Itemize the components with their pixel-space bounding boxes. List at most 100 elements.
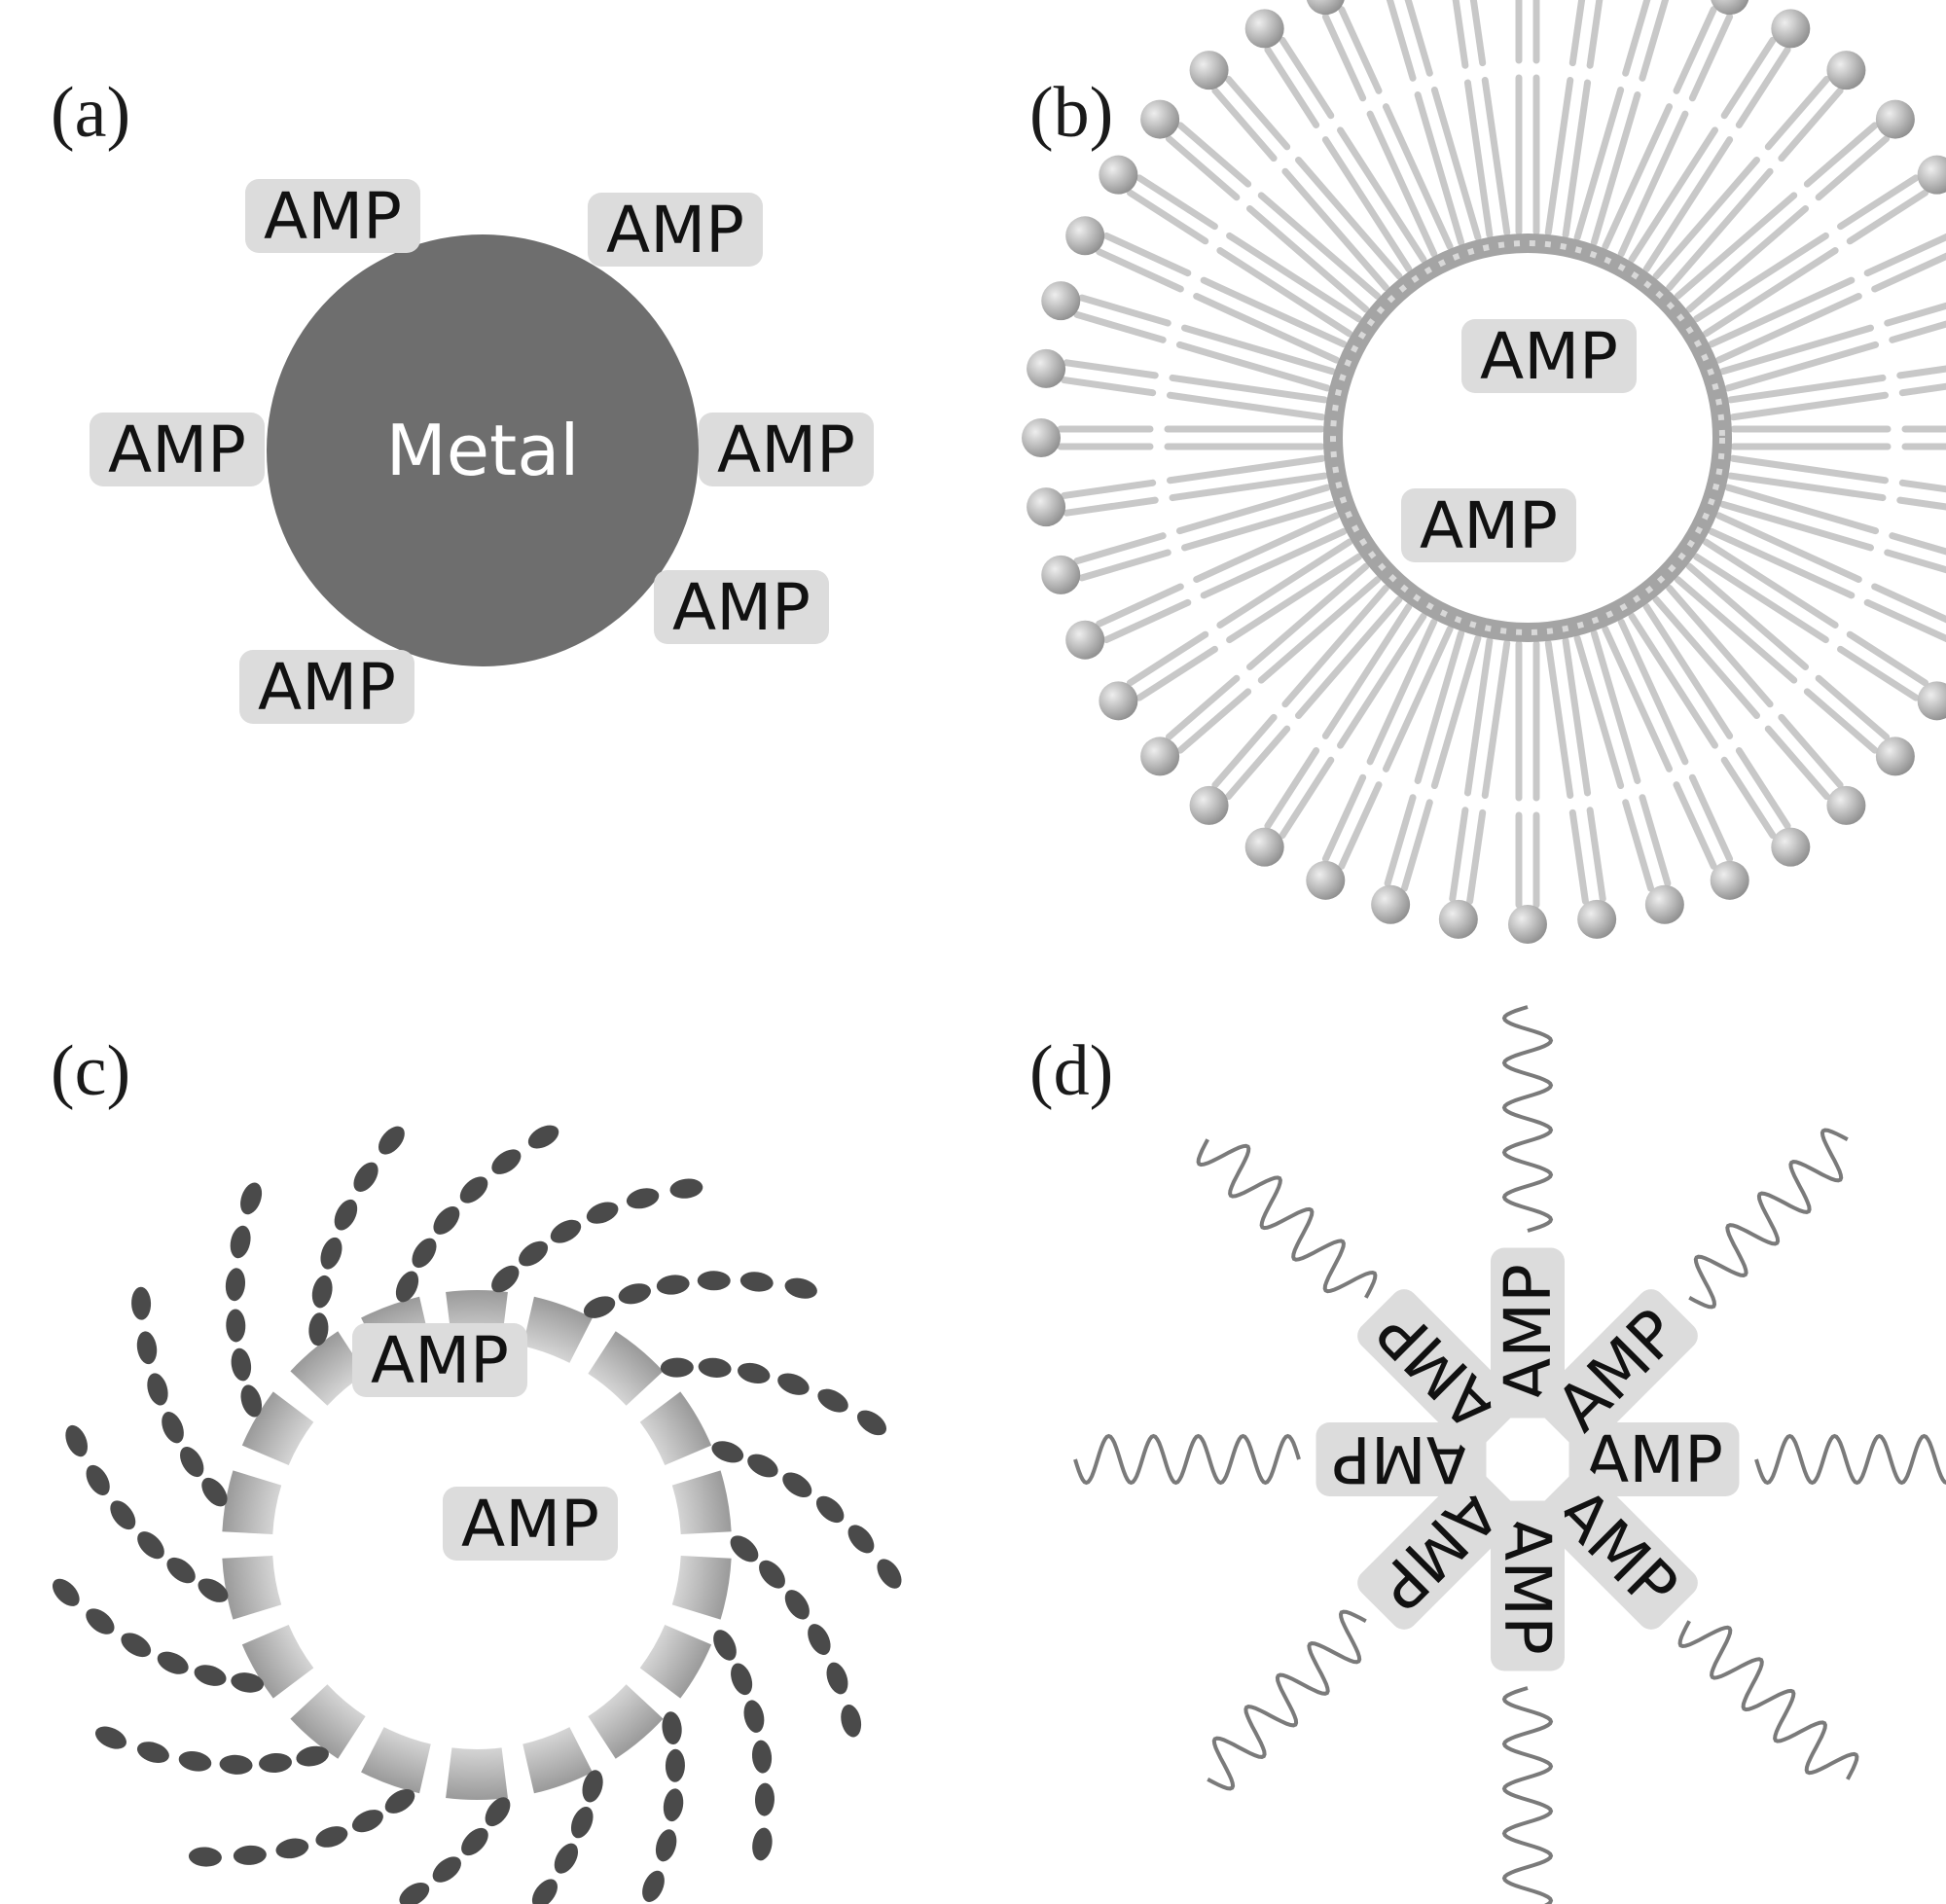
lipid-tail xyxy=(1639,0,1670,82)
polymer-bead xyxy=(231,1347,252,1382)
polymer-block xyxy=(222,1470,282,1535)
lipid-tail xyxy=(1720,36,1777,120)
amp-badge-bg xyxy=(443,1487,618,1561)
lipid-tail xyxy=(1176,688,1252,754)
lipid-tail xyxy=(1727,472,1887,502)
lipid-tail xyxy=(1573,86,1625,241)
amp-badge-bg xyxy=(1401,488,1576,562)
lipid-head xyxy=(1710,860,1749,900)
lipid-tail xyxy=(1281,584,1389,708)
amp-badge-bg xyxy=(699,413,874,486)
lipid-tail xyxy=(1073,532,1167,565)
lipid-tail xyxy=(1602,626,1674,772)
lipid-tail xyxy=(1898,382,1946,397)
polymer-block xyxy=(671,1470,732,1535)
polymer-bead xyxy=(226,1309,246,1343)
lipid-tail xyxy=(1135,645,1218,701)
amp-badge-bg xyxy=(654,570,829,644)
polymer-bead xyxy=(662,1711,682,1745)
polymer-bead xyxy=(166,1557,196,1584)
polymer-bead xyxy=(826,1662,848,1695)
amp-badge-b-1: AMP xyxy=(1461,319,1637,394)
lipid-tail xyxy=(1193,292,1340,364)
lipid-tail xyxy=(1481,639,1511,800)
polymer-bead xyxy=(136,1742,169,1763)
lipid-tail xyxy=(1685,562,1810,670)
polymer-block xyxy=(241,1625,314,1699)
polymer-block xyxy=(290,1331,366,1406)
lipid-tail xyxy=(1692,232,1829,323)
polymer-spring xyxy=(1677,1620,1859,1780)
amp-badge-d-7: AMP xyxy=(1491,1247,1566,1419)
polymer-bead xyxy=(180,1447,204,1478)
lipid-tail xyxy=(1382,626,1454,772)
polymer-bead xyxy=(395,1271,419,1303)
polymer-bead xyxy=(527,1125,559,1149)
lipid-tail xyxy=(1295,156,1403,280)
lipid-tail xyxy=(1837,174,1920,231)
amp-badge-d-3: AMP xyxy=(1490,1500,1565,1671)
polymer-bead xyxy=(384,1788,415,1814)
lipid-tail xyxy=(1590,91,1641,246)
polymer-bead xyxy=(162,1412,184,1444)
liposome-bilayer xyxy=(1022,0,1946,944)
polymer-bead xyxy=(459,1176,488,1203)
lipid-head xyxy=(1917,155,1946,195)
polymer-bead xyxy=(655,1829,677,1862)
polymer-bead xyxy=(731,1663,753,1696)
polymer-bead xyxy=(334,1199,358,1231)
lipid-tail xyxy=(1216,247,1353,338)
amp-badge-bg xyxy=(1357,1467,1520,1630)
lipid-tail xyxy=(1889,532,1946,556)
lipid-tail xyxy=(1224,75,1291,151)
lipid-tail xyxy=(1846,189,1929,245)
lipid-tail xyxy=(1073,310,1167,343)
polymer-bead xyxy=(697,1271,731,1291)
lipid-tail xyxy=(1281,167,1389,292)
panel-c-label: (c) xyxy=(51,1031,130,1111)
polymer-block xyxy=(523,1296,593,1363)
amp-badge-label: AMP xyxy=(461,1487,599,1562)
lipid-tail xyxy=(1452,0,1469,69)
polymer-bead xyxy=(240,1384,263,1418)
polymer-bead xyxy=(412,1238,437,1269)
lipid-tail xyxy=(1688,773,1734,863)
lipid-tail xyxy=(1889,320,1946,343)
polymer-bead xyxy=(86,1464,110,1495)
lipid-tail xyxy=(1165,674,1241,741)
polymer-bead xyxy=(747,1454,778,1478)
polymer-bead xyxy=(743,1700,765,1733)
polymer-block xyxy=(588,1684,664,1759)
inner-membrane-texture xyxy=(1330,240,1725,635)
amp-badge-label: AMP xyxy=(1491,1264,1566,1402)
amp-badge-bg xyxy=(1491,1247,1565,1419)
polymer-bead xyxy=(784,1277,817,1299)
lipid-tail xyxy=(1622,799,1655,892)
polymer-block xyxy=(639,1391,712,1465)
lipid-tail xyxy=(1688,13,1734,102)
lipid-tail xyxy=(1729,391,1890,421)
polymer-block xyxy=(222,1555,282,1620)
polymer-bead xyxy=(665,1748,685,1782)
polymer-block xyxy=(446,1747,508,1800)
lipid-tail xyxy=(1708,276,1856,348)
polymer-bead xyxy=(751,1740,773,1774)
lipid-head xyxy=(1438,899,1478,939)
polymer-bead xyxy=(713,1630,737,1661)
polymer-block xyxy=(639,1625,712,1699)
polymer-bead xyxy=(877,1559,902,1589)
polymer-bead xyxy=(711,1441,744,1463)
lipid-tail xyxy=(1562,637,1592,797)
lipid-tail xyxy=(1366,618,1438,766)
amp-badge-c-1: AMP xyxy=(352,1323,527,1398)
polymer-bead xyxy=(738,1362,771,1384)
polymer-bead xyxy=(225,1268,246,1302)
polymer-bead xyxy=(586,1202,619,1224)
lipid-head xyxy=(1244,827,1284,867)
polymer-bead xyxy=(618,1283,651,1305)
lipid-tail xyxy=(1264,46,1320,128)
lipid-tail xyxy=(1586,0,1604,69)
lipid-tail xyxy=(1211,87,1278,162)
